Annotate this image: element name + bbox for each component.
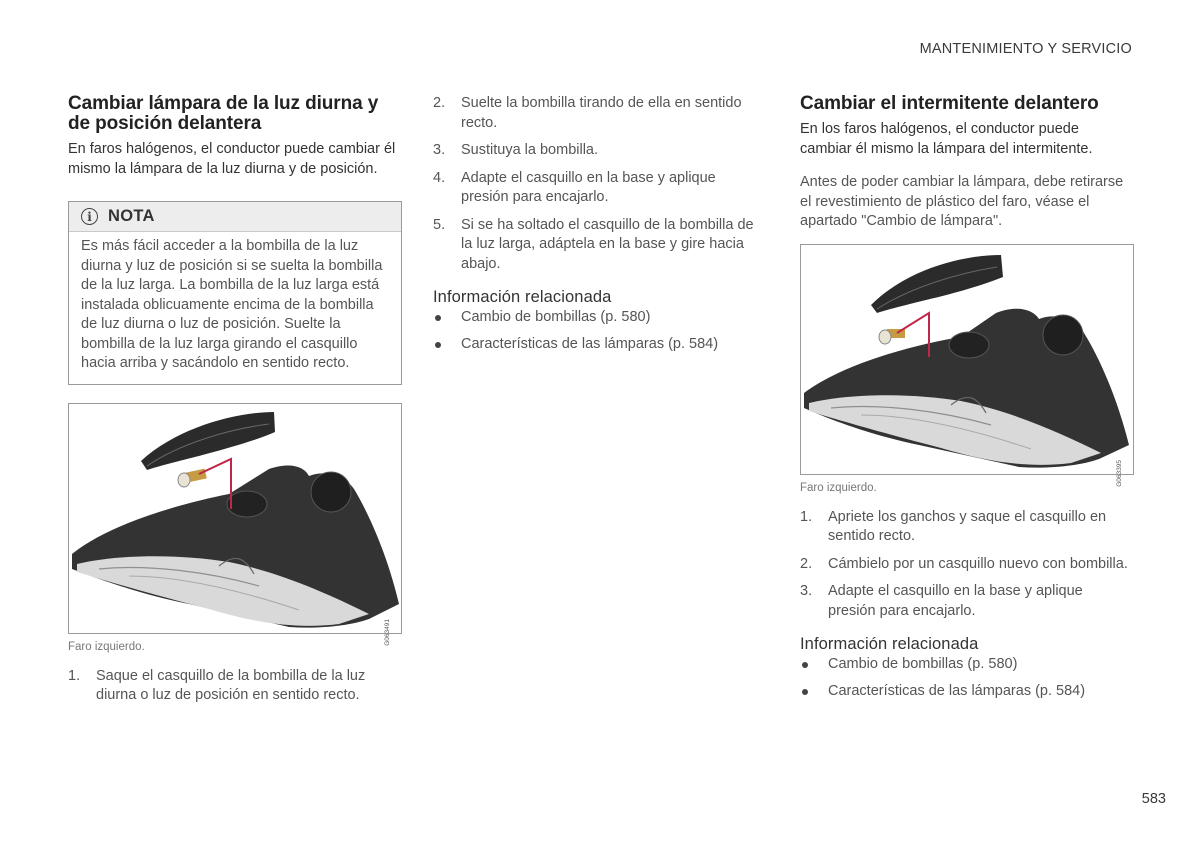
related-info-title: Información relacionada <box>433 288 612 306</box>
section-title-turn-signal: Cambiar el intermitente delantero <box>800 93 1099 114</box>
section-title-daytime-light: Cambiar lámpara de la luz diurna y de po… <box>68 93 379 134</box>
step-text: Adapte el casquillo en la base y aplique… <box>828 583 1083 619</box>
step-text: Cámbielo por un casquillo nuevo con bomb… <box>828 555 1128 572</box>
related-links: Cambio de bombillas (p. 580) Característ… <box>800 655 1134 701</box>
bullet-icon <box>433 308 461 328</box>
steps-list: 1. Saque el casquillo de la bombilla de … <box>68 667 402 706</box>
related-info-title: Información relacionada <box>800 635 979 653</box>
bullet-icon <box>800 682 828 702</box>
list-item: 3. Adapte el casquillo en la base y apli… <box>800 582 1134 621</box>
page-section-title: MANTENIMIENTO Y SERVICIO <box>919 41 1132 57</box>
section-lead: En faros halógenos, el conductor puede c… <box>68 141 396 177</box>
headlight-illustration <box>804 254 1129 468</box>
figure-caption: Faro izquierdo. <box>68 640 145 653</box>
steps-list: 2. Suelte la bombilla tirando de ella en… <box>433 94 763 274</box>
step-number: 1. <box>68 667 81 684</box>
step-number: 5. <box>433 216 446 233</box>
section-lead: En los faros halógenos, el conductor pue… <box>800 121 1093 157</box>
step-number: 4. <box>433 169 446 186</box>
step-number: 2. <box>800 555 813 572</box>
note-header: i NOTA <box>69 202 401 232</box>
note-box: i NOTA Es más fácil acceder a la bombill… <box>68 201 402 385</box>
step-text: Adapte el casquillo en la base y aplique… <box>461 169 716 206</box>
step-number: 2. <box>433 95 446 111</box>
related-link[interactable]: Características de las lámparas (p. 584) <box>800 682 1134 702</box>
list-item: 5. Si se ha soltado el casquillo de la b… <box>433 216 763 275</box>
figure-code: G063491 <box>384 618 391 646</box>
headlight-figure-1: G063491 <box>68 402 402 645</box>
step-text: Sustituya la bombilla. <box>461 142 599 158</box>
section-body: Antes de poder cambiar la lámpara, debe … <box>800 174 1124 229</box>
list-item: 3. Sustituya la bombilla. <box>433 141 763 161</box>
headlight-illustration <box>72 411 399 628</box>
list-item: 1. Apriete los ganchos y saque el casqui… <box>800 508 1134 547</box>
note-title: NOTA <box>108 207 155 225</box>
bullet-icon <box>433 335 461 355</box>
bullet-icon <box>800 655 828 675</box>
step-number: 1. <box>800 508 813 525</box>
page-number: 583 <box>1141 791 1166 807</box>
step-text: Suelte la bombilla tirando de ella en se… <box>461 95 742 131</box>
step-number: 3. <box>800 583 813 599</box>
note-text: Es más fácil acceder a la bombilla de la… <box>81 238 383 371</box>
column-daytime-light: Cambiar lámpara de la luz diurna y de po… <box>68 94 402 714</box>
column-steps-continued: 2. Suelte la bombilla tirando de ella en… <box>433 94 763 361</box>
list-item: 4. Adapte el casquillo en la base y apli… <box>433 169 763 208</box>
info-icon: i <box>81 208 98 225</box>
step-text: Apriete los ganchos y saque el casquillo… <box>828 508 1107 545</box>
headlight-figure-2: G063395 <box>800 243 1134 486</box>
step-text: Si se ha soltado el casquillo de la bomb… <box>461 216 754 272</box>
step-number: 3. <box>433 142 446 158</box>
list-item: 2. Cámbielo por un casquillo nuevo con b… <box>800 555 1134 575</box>
list-item: 2. Suelte la bombilla tirando de ella en… <box>433 94 763 133</box>
related-links: Cambio de bombillas (p. 580) Característ… <box>433 308 763 354</box>
figure-caption: Faro izquierdo. <box>800 481 877 494</box>
column-turn-signal: Cambiar el intermitente delantero En los… <box>800 94 1134 708</box>
list-item: 1. Saque el casquillo de la bombilla de … <box>68 667 402 706</box>
figure-code: G063395 <box>1116 459 1123 487</box>
related-link[interactable]: Características de las lámparas (p. 584) <box>433 335 763 355</box>
related-link[interactable]: Cambio de bombillas (p. 580) <box>433 308 763 328</box>
step-text: Saque el casquillo de la bombilla de la … <box>96 667 366 704</box>
steps-list: 1. Apriete los ganchos y saque el casqui… <box>800 508 1134 622</box>
related-link[interactable]: Cambio de bombillas (p. 580) <box>800 655 1134 675</box>
